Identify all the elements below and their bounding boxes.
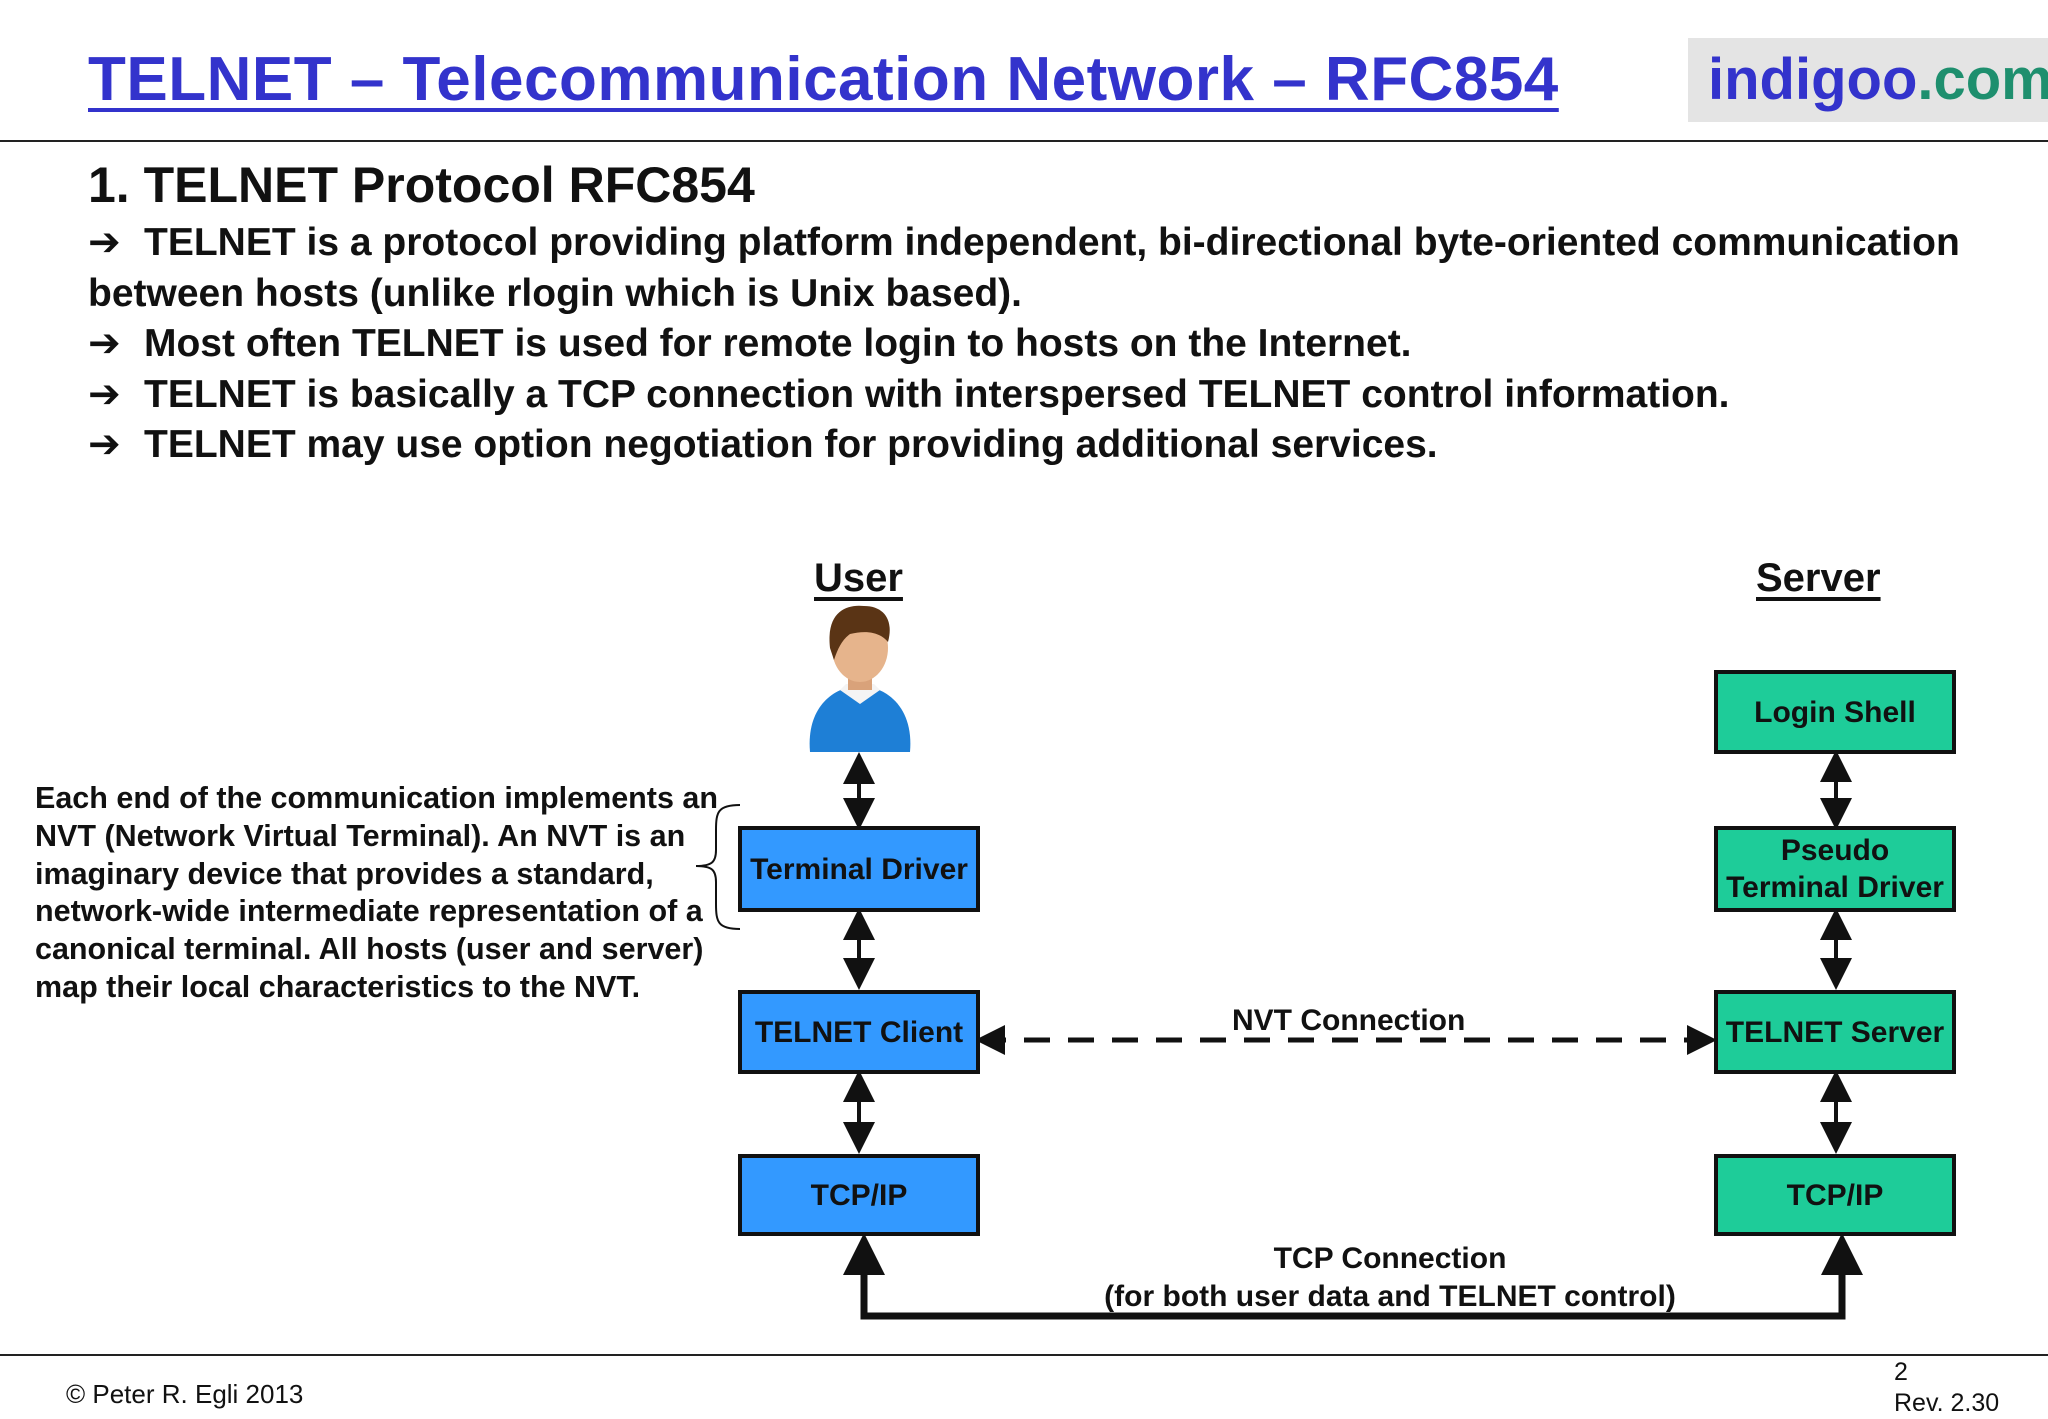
tcp-connection-title: TCP Connection — [1090, 1240, 1690, 1278]
login-shell-label: Login Shell — [1754, 694, 1916, 731]
footer-divider — [0, 1354, 2048, 1356]
terminal-driver-box: Terminal Driver — [738, 826, 980, 912]
page-info: 2 Rev. 2.30 — [1894, 1357, 1999, 1419]
server-tcpip-label: TCP/IP — [1787, 1177, 1884, 1214]
copyright: © Peter R. Egli 2013 — [66, 1379, 303, 1410]
revision: Rev. 2.30 — [1894, 1388, 1999, 1419]
telnet-client-label: TELNET Client — [755, 1014, 963, 1051]
user-person-icon — [810, 606, 911, 752]
pseudo-label: Pseudo — [1781, 832, 1889, 869]
page-number: 2 — [1894, 1357, 1999, 1388]
telnet-server-label: TELNET Server — [1726, 1014, 1944, 1051]
tcp-connection-subtitle: (for both user data and TELNET control) — [1090, 1278, 1690, 1316]
terminal-driver-label: Terminal Driver — [750, 851, 968, 888]
user-tcpip-label: TCP/IP — [811, 1177, 908, 1214]
telnet-server-box: TELNET Server — [1714, 990, 1956, 1074]
user-tcpip-box: TCP/IP — [738, 1154, 980, 1236]
server-column-label: Server — [1756, 556, 1881, 601]
brace-icon — [696, 805, 740, 929]
nvt-connection-label: NVT Connection — [1232, 1004, 1465, 1038]
user-column-label: User — [814, 556, 903, 601]
pseudo-terminal-driver-label: Terminal Driver — [1726, 869, 1944, 906]
login-shell-box: Login Shell — [1714, 670, 1956, 754]
server-tcpip-box: TCP/IP — [1714, 1154, 1956, 1236]
telnet-client-box: TELNET Client — [738, 990, 980, 1074]
tcp-connection-label: TCP Connection (for both user data and T… — [1090, 1240, 1690, 1316]
